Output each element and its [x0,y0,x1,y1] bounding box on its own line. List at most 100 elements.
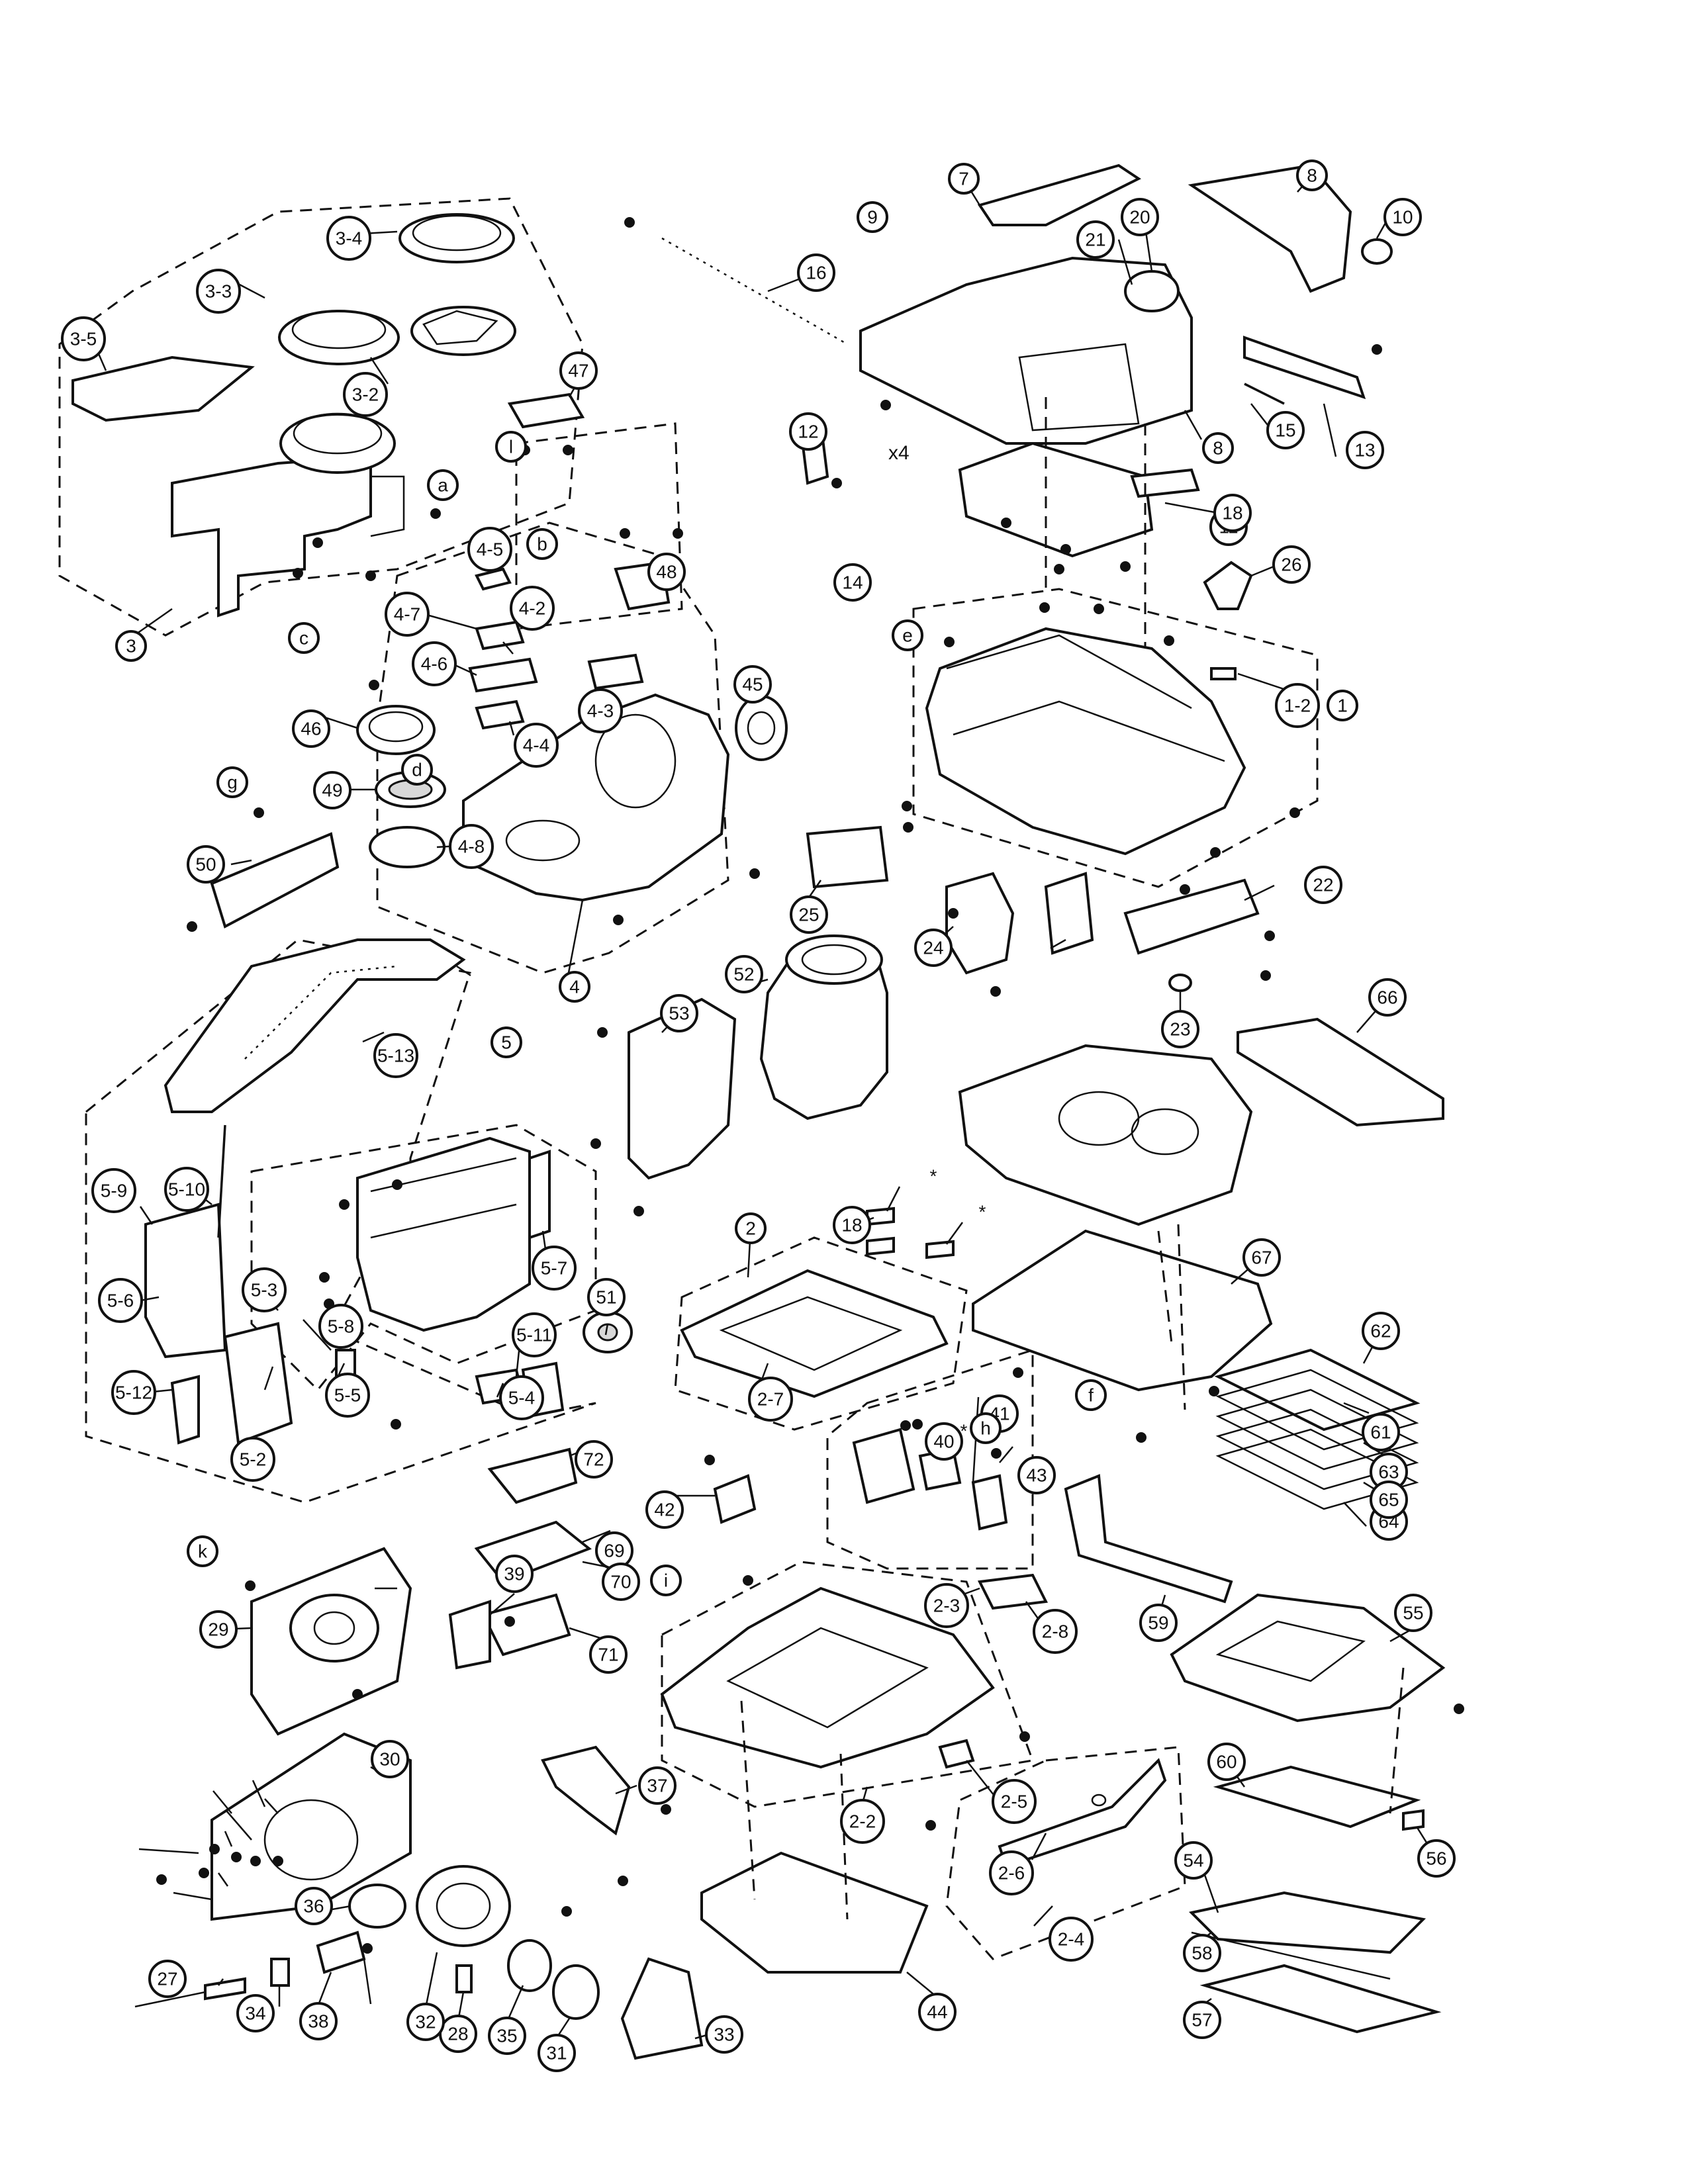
svg-text:31: 31 [546,2043,567,2064]
svg-text:71: 71 [598,1645,618,1665]
svg-text:4-6: 4-6 [421,654,447,674]
svg-text:1: 1 [1337,696,1348,716]
svg-text:36: 36 [303,1896,324,1917]
callout-5-12: 5-12 [111,1370,156,1415]
callout-22: 22 [1304,866,1342,904]
callout-63: 63 [1370,1453,1408,1491]
svg-text:b: b [537,534,547,555]
callout-52: 52 [725,955,763,993]
callout-2-7: 2-7 [748,1377,793,1422]
svg-text:32: 32 [415,2012,436,2032]
svg-text:8: 8 [1307,165,1317,186]
svg-text:47: 47 [568,361,588,381]
svg-text:54: 54 [1183,1850,1203,1871]
callout-55: 55 [1394,1594,1432,1632]
svg-text:4-3: 4-3 [587,701,614,721]
svg-text:k: k [198,1541,208,1562]
callout-a: a [427,469,459,501]
callout-58: 58 [1183,1934,1221,1972]
svg-text:59: 59 [1148,1613,1168,1633]
screw-note-x4: x4 [888,442,910,464]
callout-47: 47 [559,351,598,390]
svg-text:7: 7 [959,169,969,189]
callout-5-10: 5-10 [164,1167,209,1212]
callout-43: 43 [1017,1456,1056,1494]
svg-text:25: 25 [798,905,819,925]
callout-29: 29 [199,1610,238,1649]
callout-33: 33 [705,2015,743,2054]
svg-text:2-2: 2-2 [849,1811,876,1832]
callout-42: 42 [645,1490,684,1529]
callout-21: 21 [1076,220,1115,259]
svg-text:10: 10 [1392,207,1413,228]
callout-5-2: 5-2 [230,1437,275,1482]
svg-text:4-5: 4-5 [477,539,503,560]
svg-text:18: 18 [841,1215,862,1236]
svg-text:5-10: 5-10 [168,1179,205,1200]
callout-23: 23 [1161,1010,1199,1048]
callout-20: 20 [1121,198,1159,236]
callout-3-5: 3-5 [61,316,106,361]
svg-text:48: 48 [656,562,677,582]
callout-2-5: 2-5 [992,1779,1037,1824]
callout-28: 28 [439,2015,477,2053]
svg-text:5-12: 5-12 [115,1383,152,1403]
callout-4-7: 4-7 [385,592,430,637]
callout-3-4: 3-4 [326,216,371,261]
screws [156,217,1464,1954]
svg-text:2-6: 2-6 [998,1863,1025,1884]
svg-text:3-3: 3-3 [205,281,232,302]
svg-text:14: 14 [842,572,863,593]
callout-1-2: 1-2 [1275,683,1320,728]
callout-51: 51 [587,1278,626,1316]
callout-2-3: 2-3 [924,1583,969,1628]
svg-text:4: 4 [569,977,580,997]
svg-text:22: 22 [1313,875,1333,895]
svg-text:2-8: 2-8 [1042,1621,1068,1642]
svg-text:15: 15 [1275,420,1295,441]
callout-31: 31 [538,2034,576,2072]
callout-g: g [216,766,248,798]
callout-5-6: 5-6 [98,1278,143,1323]
callout-62: 62 [1362,1312,1400,1350]
callout-5-9: 5-9 [91,1168,136,1213]
svg-text:63: 63 [1378,1462,1399,1482]
callout-2-4: 2-4 [1049,1917,1094,1962]
svg-text:23: 23 [1170,1019,1190,1040]
svg-text:3: 3 [126,636,136,657]
callout-14: 14 [833,563,872,602]
svg-text:5-11: 5-11 [516,1325,552,1345]
callout-56: 56 [1417,1839,1456,1878]
callout-2-8: 2-8 [1033,1609,1078,1654]
callout-f: f [1075,1379,1107,1411]
callout-27: 27 [148,1960,187,1998]
svg-text:5: 5 [501,1032,512,1053]
callout-4-5: 4-5 [467,527,512,572]
svg-text:g: g [227,772,238,793]
svg-text:26: 26 [1281,555,1301,575]
callout-5-13: 5-13 [373,1033,418,1078]
callout-46: 46 [292,709,330,748]
svg-text:51: 51 [596,1287,616,1308]
svg-text:33: 33 [714,2025,734,2045]
callout-l: l [495,431,527,463]
svg-text:e: e [902,625,913,646]
svg-text:5-9: 5-9 [101,1181,127,1201]
svg-text:3-2: 3-2 [352,385,379,405]
svg-text:69: 69 [604,1541,624,1561]
callout-16: 16 [797,253,835,292]
svg-text:29: 29 [208,1619,228,1640]
svg-text:5-7: 5-7 [541,1258,567,1279]
callout-h: h [970,1412,1002,1444]
svg-text:52: 52 [733,964,754,985]
svg-text:35: 35 [496,2026,517,2046]
callout-39: 39 [495,1555,534,1593]
svg-text:61: 61 [1370,1422,1391,1443]
callout-12: 12 [789,412,827,451]
svg-text:5-5: 5-5 [334,1385,361,1406]
callout-36: 36 [295,1887,333,1925]
callout-49: 49 [313,771,351,809]
callout-26: 26 [1272,545,1311,584]
callout-25: 25 [790,895,828,934]
callout-67: 67 [1242,1238,1281,1277]
